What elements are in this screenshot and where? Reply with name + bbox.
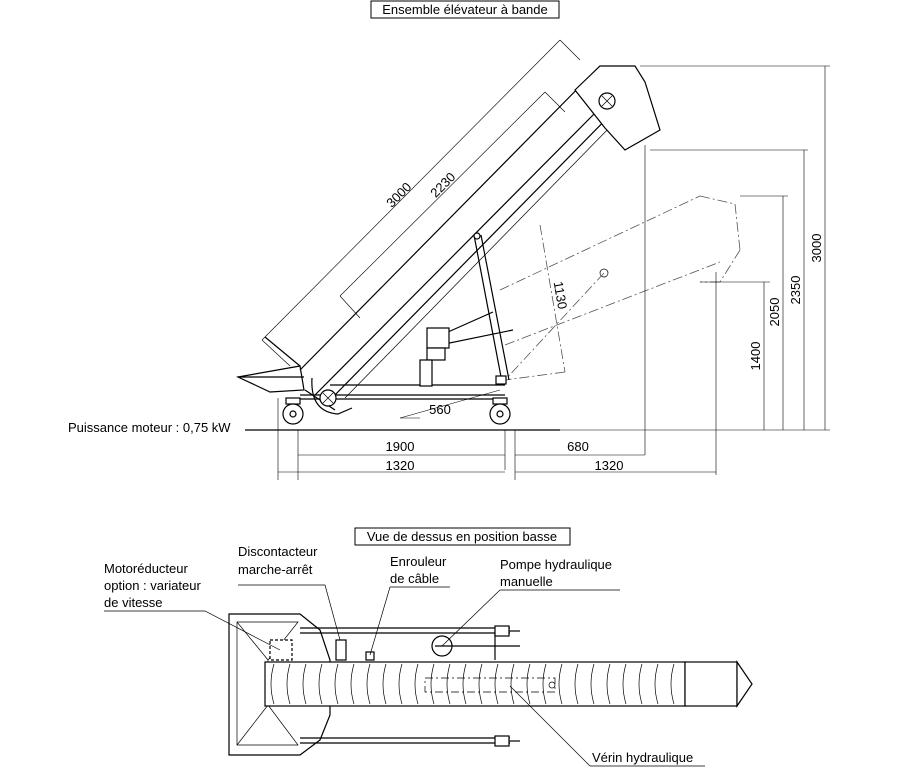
belt-cleat [558, 663, 563, 705]
dim-belt-length [261, 39, 581, 367]
belt-cleat [398, 663, 403, 705]
top-view-title: Vue de dessus en position basse [367, 529, 557, 544]
belt-cleat [414, 663, 419, 705]
belt-cleat [622, 663, 627, 705]
hydraulic-cylinder-top [424, 677, 556, 693]
belt-cleat [654, 663, 659, 705]
dim-wheelbase-label: 560 [429, 402, 451, 417]
leader-verin [509, 685, 705, 767]
label-motoreducteur-2: option : variateur [104, 578, 202, 593]
dim-belt-inner-label: 2230 [427, 169, 458, 200]
label-enrouleur-2: de câble [390, 571, 439, 586]
belt-cleat [286, 663, 291, 705]
leader-discontacteur [238, 584, 341, 641]
dim-1900-label: 1900 [386, 439, 415, 454]
belt-cleat [606, 663, 611, 705]
top-view: Vue de dessus en position basse [104, 527, 753, 767]
motor-reducer-top [269, 639, 293, 661]
belt-cleat [382, 663, 387, 705]
leader-motoreducteur [104, 610, 281, 651]
side-view-title: Ensemble élévateur à bande [382, 2, 548, 17]
belt-cleat [302, 663, 307, 705]
motor-reducer-side [419, 327, 450, 387]
conveyor-belt-raised [299, 65, 626, 415]
label-verin: Vérin hydraulique [592, 750, 693, 765]
dim-2050-label: 2050 [767, 298, 782, 327]
dim-cylinder-label: 1130 [551, 280, 571, 310]
belt-cleat [446, 663, 451, 705]
dim-wheelbase [399, 389, 501, 419]
belt-cleat [526, 663, 531, 705]
label-pompe-2: manuelle [500, 574, 553, 589]
belt-cleat [350, 663, 355, 705]
dim-3000-vertical-label: 3000 [809, 234, 824, 263]
label-enrouleur-1: Enrouleur [390, 554, 447, 569]
belt-cleat [670, 663, 675, 705]
dim-1400-label: 1400 [748, 342, 763, 371]
front-wheel [489, 397, 511, 425]
leader-enrouleur [369, 586, 450, 656]
belt-cleat [510, 663, 515, 705]
label-pompe-1: Pompe hydraulique [500, 557, 612, 572]
side-view-title-box [370, 0, 560, 19]
side-view: Ensemble élévateur à bande Puissance mot… [68, 0, 830, 480]
top-belt [264, 660, 753, 708]
belt-cleat [590, 663, 595, 705]
label-motoreducteur-3: de vitesse [104, 595, 163, 610]
belt-cleat [430, 663, 435, 705]
feed-hopper [236, 336, 305, 393]
top-view-title-box [354, 527, 571, 546]
discharge-head [574, 65, 661, 151]
dim-1320-left-label: 1320 [386, 458, 415, 473]
dim-belt-length-label: 3000 [383, 179, 414, 210]
dim-belt-inner [339, 91, 566, 319]
belt-cleat [542, 663, 547, 705]
label-discontacteur-1: Discontacteur [238, 544, 318, 559]
leader-pompe [441, 589, 620, 647]
belt-cleat [366, 663, 371, 705]
label-discontacteur-2: marche-arrêt [238, 562, 313, 577]
belt-cleat [318, 663, 323, 705]
dim-horizontal-lines [277, 145, 717, 480]
belt-cleat [462, 663, 467, 705]
belt-cleat [574, 663, 579, 705]
belt-cleat [478, 663, 483, 705]
conveyor-belt-lowered-ghost [499, 195, 741, 381]
belt-cleat [638, 663, 643, 705]
dim-1320-right-label: 1320 [595, 458, 624, 473]
dim-vertical-lines [640, 65, 830, 430]
cable-reel-top [365, 651, 375, 661]
belt-cleat [270, 663, 275, 705]
dim-680-label: 680 [567, 439, 589, 454]
belt-cleat [334, 663, 339, 705]
switch-top [335, 639, 347, 661]
belt-cleats [270, 663, 675, 705]
label-motoreducteur-1: Motoréducteur [104, 561, 188, 576]
rear-wheel [282, 397, 304, 425]
belt-cleat [494, 663, 499, 705]
motor-power-label: Puissance moteur : 0,75 kW [68, 420, 231, 435]
dim-2350-label: 2350 [788, 276, 803, 305]
